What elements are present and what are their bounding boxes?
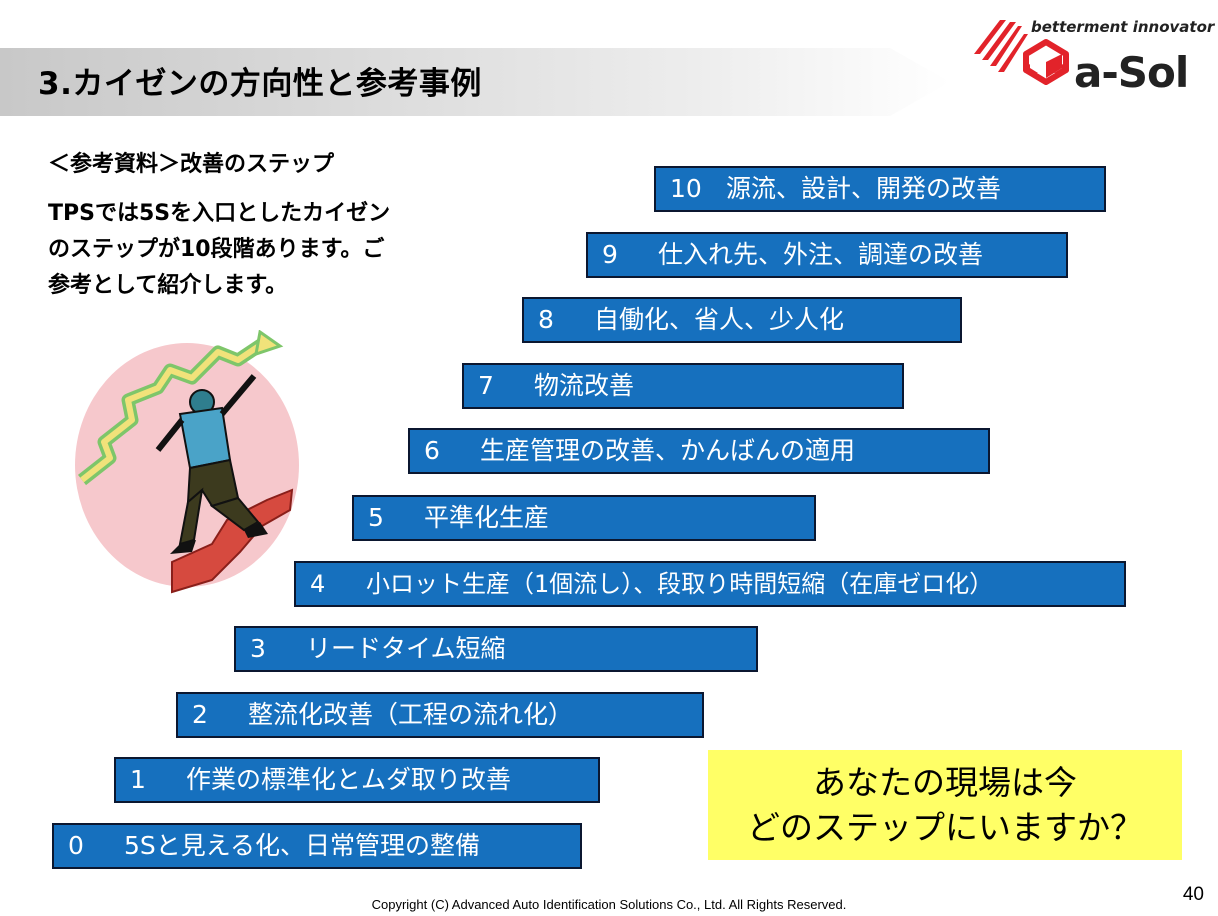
- step-number: 1: [130, 765, 146, 794]
- step-9: 9 仕入れ先、外注、調達の改善: [586, 232, 1068, 278]
- a-sol-logo-icon: [974, 20, 1069, 85]
- step-10: 10 源流、設計、開発の改善: [654, 166, 1106, 212]
- logo-wordmark: a-Sol: [1074, 48, 1189, 97]
- step-3: 3 リードタイム短縮: [234, 626, 758, 672]
- page-number: 40: [1182, 884, 1204, 905]
- climbing-man-clipart-icon: [75, 330, 299, 594]
- step-number: 9: [602, 240, 618, 269]
- title-band: [0, 48, 950, 116]
- callout-line: あなたの現場は今: [813, 763, 1077, 802]
- step-number: 5: [368, 503, 384, 532]
- step-label: 作業の標準化とムダ取り改善: [186, 765, 512, 794]
- logo-tagline: betterment innovator: [1031, 18, 1215, 36]
- step-label: 源流、設計、開発の改善: [726, 174, 1002, 203]
- step-8: 8 自働化、省人、少人化: [522, 297, 962, 343]
- description-line: 参考として紹介します。: [48, 273, 288, 298]
- step-number: 3: [250, 634, 266, 663]
- description-line: TPSでは5Sを入口としたカイゼン: [48, 201, 391, 226]
- step-number: 2: [192, 700, 208, 729]
- description-line: のステップが10段階あります。ご: [48, 237, 385, 262]
- copyright-notice: Copyright (C) Advanced Auto Identificati…: [371, 897, 847, 912]
- step-number: 0: [68, 831, 84, 860]
- step-6: 6 生産管理の改善、かんばんの適用: [408, 428, 990, 474]
- step-label: 平準化生産: [424, 503, 550, 532]
- step-number: 7: [478, 371, 494, 400]
- step-label: リードタイム短縮: [306, 634, 506, 663]
- step-1: 1 作業の標準化とムダ取り改善: [114, 757, 600, 803]
- step-4: 4 小ロット生産（1個流し）、段取り時間短縮（在庫ゼロ化）: [294, 561, 1126, 607]
- step-label: 仕入れ先、外注、調達の改善: [658, 240, 984, 269]
- section-subtitle: ＜参考資料＞改善のステップ: [48, 152, 335, 177]
- callout-line: どのステップにいますか？: [747, 808, 1143, 847]
- step-2: 2 整流化改善（工程の流れ化）: [176, 692, 704, 738]
- step-number: 8: [538, 305, 554, 334]
- description: TPSでは5Sを入口としたカイゼン のステップが10段階あります。ご 参考として…: [48, 196, 488, 304]
- step-label: 生産管理の改善、かんばんの適用: [480, 436, 856, 465]
- step-number: 6: [424, 436, 440, 465]
- step-label: 自働化、省人、少人化: [594, 305, 845, 334]
- step-5: 5 平準化生産: [352, 495, 816, 541]
- step-number: 4: [310, 570, 326, 598]
- step-label: 整流化改善（工程の流れ化）: [248, 700, 574, 729]
- step-label: 物流改善: [534, 371, 635, 400]
- step-label: 小ロット生産（1個流し）、段取り時間短縮（在庫ゼロ化）: [366, 570, 994, 598]
- step-7: 7 物流改善: [462, 363, 904, 409]
- question-callout: あなたの現場は今 どのステップにいますか？: [708, 750, 1182, 860]
- step-label: 5Sと見える化、日常管理の整備: [124, 831, 481, 860]
- slide-title: 3.カイゼンの方向性と参考事例: [38, 66, 482, 102]
- step-0: 0 5Sと見える化、日常管理の整備: [52, 823, 582, 869]
- step-number: 10: [670, 174, 702, 203]
